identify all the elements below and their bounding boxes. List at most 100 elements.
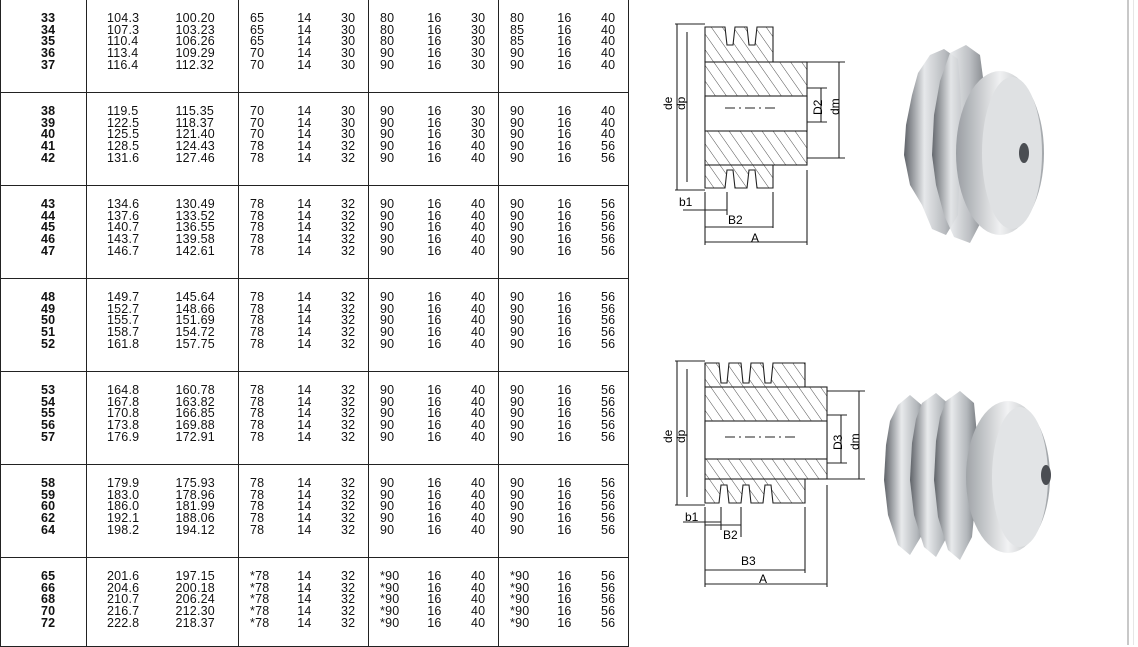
z-value: 33 <box>41 11 56 25</box>
g2-value: 40 <box>471 243 486 258</box>
de-value: 131.6 <box>107 150 140 165</box>
label-b1: b1 <box>685 510 699 524</box>
g3-value: 56 <box>601 197 616 211</box>
g2-value: 90 <box>380 499 395 514</box>
de-value: 110.4 <box>107 34 139 49</box>
z-value: 41 <box>41 139 56 154</box>
g3-value: 56 <box>601 580 616 595</box>
label-de: de <box>661 429 675 443</box>
dp-value: 100.20 <box>175 11 215 25</box>
g3-value: 90 <box>510 150 525 165</box>
g3-value: 56 <box>601 243 616 258</box>
g2-value: 16 <box>427 499 442 514</box>
g2-value: 40 <box>471 499 486 514</box>
de-value: 173.8 <box>107 418 140 433</box>
g1-value: 14 <box>297 429 312 444</box>
z-value: 59 <box>41 487 56 502</box>
g3-value: 90 <box>510 487 525 502</box>
g2-value: 30 <box>471 22 486 37</box>
dp-value: 212.30 <box>175 604 215 619</box>
g1-value: 14 <box>297 487 312 502</box>
g3-value: 16 <box>557 615 572 630</box>
g1-value: 14 <box>297 406 312 421</box>
g1-value: 32 <box>341 418 356 433</box>
g3-value: 16 <box>557 569 572 583</box>
g2-value: *90 <box>380 604 400 619</box>
g2-value: 30 <box>471 46 486 61</box>
z-value: 34 <box>41 22 56 37</box>
z-value: 45 <box>41 220 56 235</box>
g2-value: 16 <box>427 336 442 351</box>
g1-value: 14 <box>297 499 312 514</box>
g1-value: 14 <box>297 115 312 130</box>
g1-value: 32 <box>341 604 356 619</box>
dp-value: 157.75 <box>175 336 215 351</box>
g2-value: 40 <box>471 418 486 433</box>
g1-value: 78 <box>250 499 265 514</box>
g2-row: 90 16 40 <box>369 499 498 514</box>
g2-value: 16 <box>427 57 442 72</box>
g3-value: 56 <box>601 522 616 537</box>
g2-value: 16 <box>427 487 442 502</box>
g3-value: 90 <box>510 104 525 118</box>
g3-value: 40 <box>601 57 616 72</box>
g2-value: 90 <box>380 429 395 444</box>
g2-value: 90 <box>380 243 395 258</box>
dp-value: 136.55 <box>175 220 215 235</box>
de-value: 222.8 <box>107 615 140 630</box>
g3-value: 16 <box>557 487 572 502</box>
g2-value: 40 <box>471 569 486 583</box>
dp-value: 200.18 <box>175 580 215 595</box>
z-value: 40 <box>41 127 56 142</box>
g3-value: 90 <box>510 383 525 397</box>
g1-value: 32 <box>341 325 356 340</box>
g3-value: 16 <box>557 592 572 607</box>
de-value: 122.5 <box>107 115 140 130</box>
g3-value: 56 <box>601 208 616 223</box>
g1-value: 32 <box>341 487 356 502</box>
g2-value: *90 <box>380 615 400 630</box>
z-value: 65 <box>41 569 56 583</box>
g3-value: *90 <box>510 580 530 595</box>
z-value: 52 <box>41 336 56 351</box>
g2-value: 90 <box>380 406 395 421</box>
g1-value: 70 <box>250 115 265 130</box>
g2-value: 16 <box>427 127 442 142</box>
g1-value: 32 <box>341 243 356 258</box>
g1-value: 78 <box>250 208 265 223</box>
label-a: A <box>751 231 759 245</box>
g2-value: 40 <box>471 487 486 502</box>
g3-value: 90 <box>510 243 525 258</box>
g2-value: 40 <box>471 394 486 409</box>
g1-value: 70 <box>250 104 265 118</box>
g1-value: 65 <box>250 11 265 25</box>
